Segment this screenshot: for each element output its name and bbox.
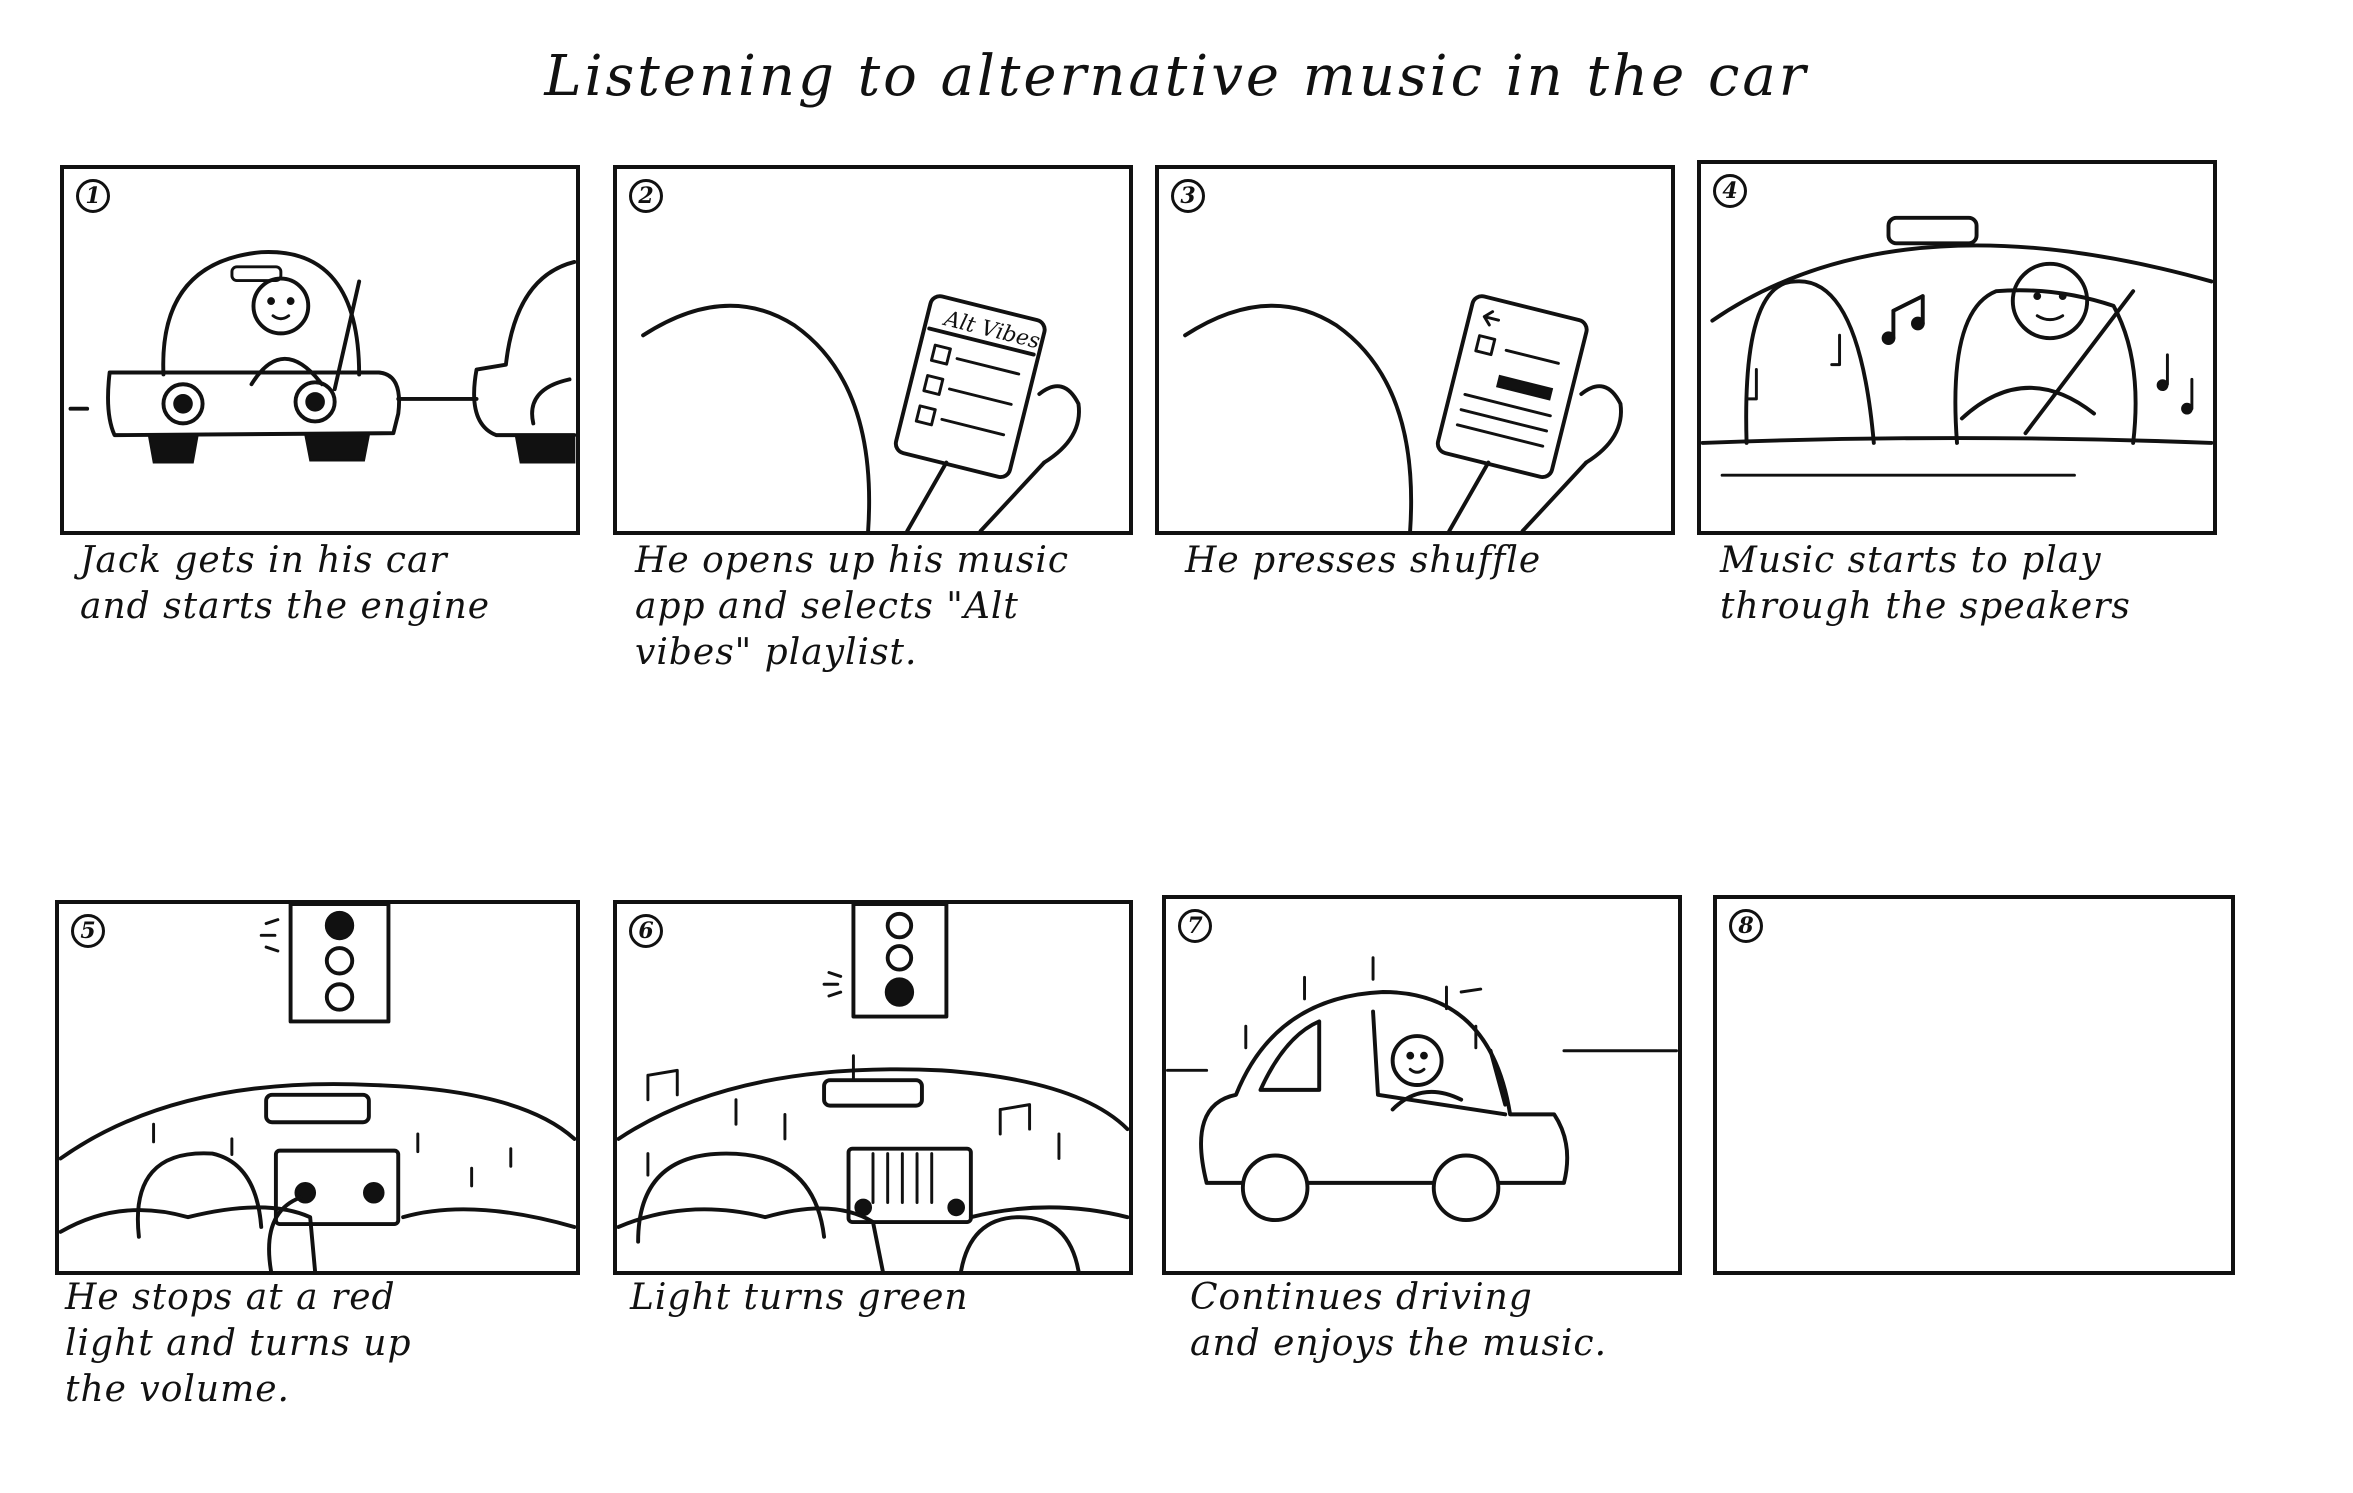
panel-8-number: 8 — [1729, 909, 1763, 943]
panel-3: 3 — [1155, 165, 1675, 535]
panel-5-number: 5 — [71, 914, 105, 948]
panel-2-number: 2 — [629, 179, 663, 213]
panel-7: 7 — [1162, 895, 1682, 1275]
panel-5-caption: He stops at a red light and turns up the… — [65, 1277, 412, 1410]
panel-6: 6 — [613, 900, 1133, 1275]
panel-4-number: 4 — [1713, 174, 1747, 208]
panel-1: 1 — [60, 165, 580, 535]
panel-7-number: 7 — [1178, 909, 1212, 943]
panel-1-caption: Jack gets in his car and starts the engi… — [80, 540, 491, 627]
panel-4-caption: Music starts to play through the speaker… — [1720, 540, 2131, 627]
panel-1-sketch — [68, 250, 576, 464]
panel-7-caption: Continues driving and enjoys the music. — [1190, 1277, 1608, 1364]
panel-8: 8 — [1713, 895, 2235, 1275]
panel-2: 2 Alt Vibes — [613, 165, 1133, 535]
panel-2-caption: He opens up his music app and selects "A… — [635, 540, 1070, 673]
panel-6-sketch — [617, 904, 1129, 1271]
panel-6-number: 6 — [629, 914, 663, 948]
panel-4-sketch — [1701, 215, 2213, 477]
panel-1-number: 1 — [76, 179, 110, 213]
storyboard-title: Listening to alternative music in the ca… — [544, 44, 1809, 109]
panel-7-sketch — [1166, 956, 1678, 1223]
panel-3-number: 3 — [1171, 179, 1205, 213]
panel-4: 4 — [1697, 160, 2217, 535]
panel-6-caption: Light turns green — [630, 1277, 969, 1318]
panel-3-sketch — [1183, 294, 1623, 531]
panel-5: 5 — [55, 900, 580, 1275]
panel-5-sketch — [59, 904, 576, 1271]
panel-2-sketch: Alt Vibes — [641, 294, 1081, 531]
panel-3-caption: He presses shuffle — [1185, 540, 1542, 581]
